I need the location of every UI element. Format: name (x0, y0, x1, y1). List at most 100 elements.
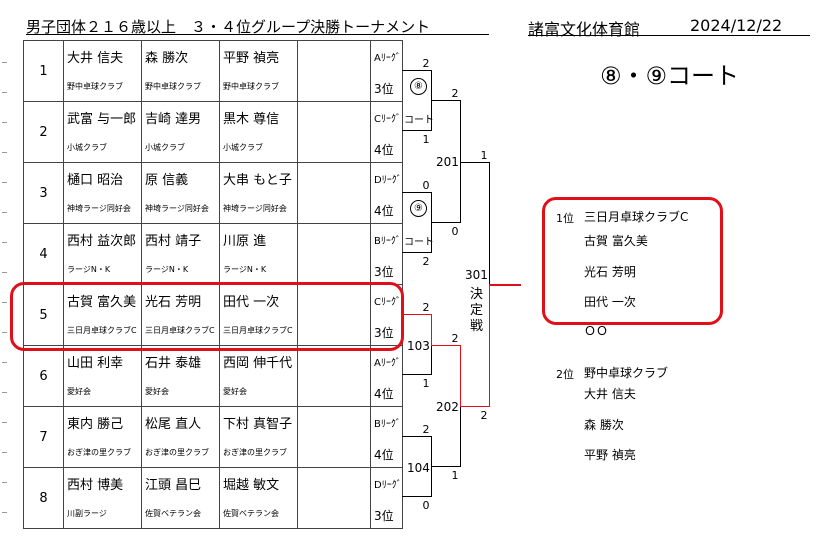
score: 0 (422, 179, 430, 192)
player-name: 石井 泰雄 (145, 356, 202, 371)
margin-mark (2, 452, 7, 453)
group-cell: Bﾘｰｸﾞ 4位 (370, 406, 403, 468)
player-club: おぎ津の里クラブ (145, 448, 209, 457)
court-9-mark: ⑨ (410, 200, 427, 217)
bracket-line (431, 466, 461, 467)
team-number: 3 (23, 162, 64, 224)
player-club: 愛好会 (145, 387, 169, 396)
score: 2 (422, 423, 430, 436)
blank-cell (297, 40, 371, 102)
group-cell: Bﾘｰｸﾞ 3位 (370, 223, 403, 285)
venue: 諸富文化体育館 (528, 20, 641, 39)
bracket-winner-line (489, 284, 490, 407)
score: 2 (451, 87, 459, 100)
player-cell: 森 勝次 野中卓球クラブ (141, 40, 220, 102)
player-cell: 武富 与一郎 小城クラブ (63, 101, 142, 163)
bracket-line (402, 252, 432, 253)
blank-cell (297, 467, 371, 529)
bracket-line (402, 130, 432, 131)
team-number: 6 (23, 345, 64, 407)
bracket-winner-line (431, 345, 461, 346)
first-rank: 1位 (556, 212, 574, 225)
player-name: 江頭 昌巳 (145, 478, 202, 493)
margin-mark (2, 512, 7, 513)
player-club: 野中卓球クラブ (223, 82, 279, 91)
page-title: 男子団体２１６歳以上 ３・４位グループ決勝トーナメント (26, 18, 431, 36)
group-league: Aﾘｰｸﾞ (374, 53, 401, 64)
player-cell: 山田 利幸 愛好会 (63, 345, 142, 407)
player-name: 大井 信夫 (67, 51, 124, 66)
group-rank: 4位 (374, 204, 394, 218)
score: 1 (422, 133, 430, 146)
group-cell: Cﾘｰｸﾞ 4位 (370, 101, 403, 163)
player-name: 山田 利幸 (67, 356, 124, 371)
team-number: 7 (23, 406, 64, 468)
score: 1 (422, 377, 430, 390)
group-cell: Dﾘｰｸﾞ 3位 (370, 467, 403, 529)
final-label: 決定戦 (470, 287, 484, 335)
player-name: 下村 真智子 (223, 417, 293, 432)
margin-mark (2, 482, 7, 483)
second-member: 平野 禎亮 (584, 448, 636, 462)
player-cell: 樋口 昭治 神埼ラージ同好会 (63, 162, 142, 224)
bracket-line (460, 100, 461, 223)
blank-cell (297, 101, 371, 163)
margin-mark (2, 302, 7, 303)
player-cell: 吉崎 達男 小城クラブ (141, 101, 220, 163)
bracket-line (460, 162, 490, 163)
score: 2 (480, 409, 488, 422)
match-number: 202 (435, 400, 460, 414)
team-row: 4 西村 益次郎 ラージN・K 西村 靖子 ラージN・K 川原 進 ラージN・K… (23, 223, 403, 285)
team-row: 8 西村 博美 川副ラージ 江頭 昌巳 佐賀ベテラン会 堀越 敏文 佐賀ベテラン… (23, 467, 403, 529)
group-cell: Aﾘｰｸﾞ 4位 (370, 345, 403, 407)
player-club: 愛好会 (223, 387, 247, 396)
court-word: コート (404, 115, 434, 126)
bracket-line (460, 406, 461, 467)
player-club: 三日月卓球クラブC (223, 326, 293, 335)
final-match-number: 301 (464, 268, 489, 282)
bracket-line (431, 345, 432, 375)
group-rank: 4位 (374, 387, 394, 401)
player-name: 平野 禎亮 (223, 51, 280, 66)
second-rank: 2位 (556, 368, 574, 381)
first-place-highlight-box (542, 197, 723, 325)
player-name: 松尾 直人 (145, 417, 202, 432)
player-club: 野中卓球クラブ (67, 82, 123, 91)
bracket-winner-line (402, 314, 432, 315)
player-club: 愛好会 (67, 387, 91, 396)
player-club: ラージN・K (223, 265, 267, 274)
player-cell: 石井 泰雄 愛好会 (141, 345, 220, 407)
score: 0 (451, 225, 459, 238)
player-club: 小城クラブ (145, 143, 185, 152)
margin-mark (2, 182, 7, 183)
group-rank: 3位 (374, 82, 394, 96)
bracket-line (402, 496, 432, 497)
bracket-winner-line (460, 345, 461, 406)
team-table: 1 大井 信夫 野中卓球クラブ 森 勝次 野中卓球クラブ 平野 禎亮 野中卓球ク… (23, 40, 403, 529)
margin-mark (2, 392, 7, 393)
group-league: Dﾘｰｸﾞ (374, 480, 402, 491)
player-club: 小城クラブ (67, 143, 107, 152)
first-member: 古賀 富久美 (584, 234, 648, 248)
player-cell: 古賀 富久美 三日月卓球クラブC (63, 284, 142, 346)
first-team: 三日月卓球クラブC (584, 210, 689, 224)
score: 2 (422, 255, 430, 268)
player-name: 川原 進 (223, 234, 267, 249)
margin-mark (2, 272, 7, 273)
match-number: 201 (435, 155, 460, 169)
match-number: 103 (406, 339, 431, 353)
bracket-line (402, 374, 432, 375)
team-number: 4 (23, 223, 64, 285)
team-number: 8 (23, 467, 64, 529)
bracket-line (402, 436, 432, 437)
player-cell: 黒木 尊信 小城クラブ (219, 101, 298, 163)
player-cell: 東内 勝己 おぎ津の里クラブ (63, 406, 142, 468)
group-rank: 3位 (374, 326, 394, 340)
player-club: おぎ津の里クラブ (67, 448, 131, 457)
score: 0 (422, 499, 430, 512)
player-name: 西村 益次郎 (67, 234, 137, 249)
bracket-winner-line (460, 406, 490, 407)
group-rank: 4位 (374, 448, 394, 462)
group-cell: Aﾘｰｸﾞ 3位 (370, 40, 403, 102)
player-club: ラージN・K (67, 265, 111, 274)
